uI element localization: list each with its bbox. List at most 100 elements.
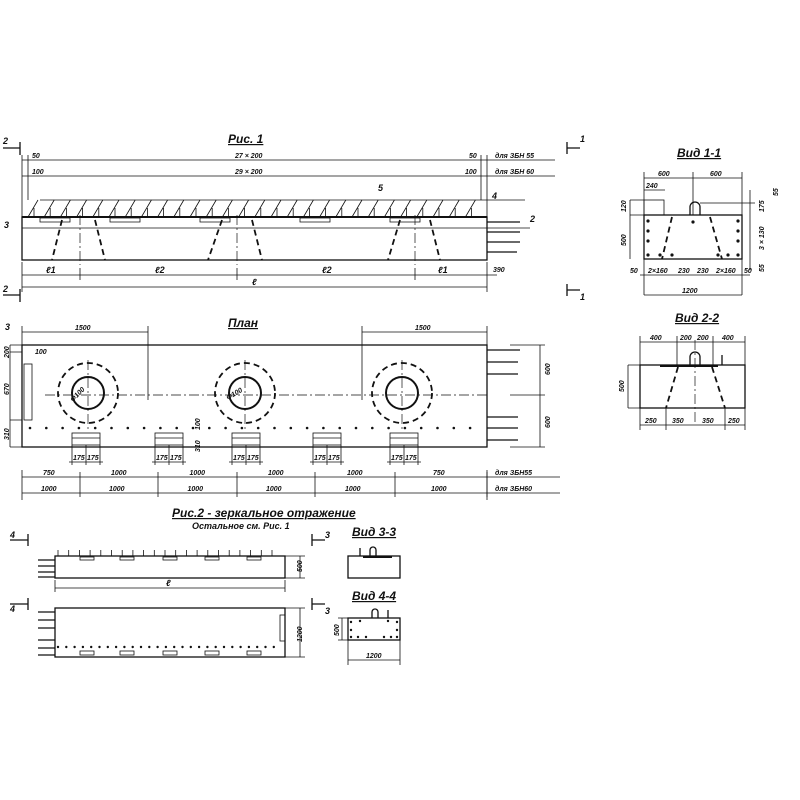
- rebar-dot: [322, 426, 325, 430]
- dim-label: 1000: [345, 486, 361, 493]
- dim-label: 250: [644, 418, 657, 425]
- dim-label: 29 × 200: [234, 169, 263, 176]
- dim-label: 1500: [75, 325, 91, 332]
- rebar-dot: [452, 426, 456, 430]
- fig2-mirror: Рис.2 - зеркальное отражение Остальное с…: [9, 506, 356, 658]
- view-3-3-title: Вид 3-3: [352, 525, 396, 539]
- dim-label: 390: [493, 267, 505, 274]
- stirrup-tie: [43, 199, 55, 218]
- stirrup-tie: [189, 199, 201, 218]
- plan-view: План Ф100 Ф100 1500 1500 200 100 670 310…: [4, 316, 560, 500]
- rebar-dot: [395, 620, 399, 624]
- rebar-dot: [736, 253, 740, 257]
- rebar-dot: [403, 426, 407, 430]
- dim-label: 1200: [366, 653, 382, 660]
- dim-note: для ЗБН55: [495, 469, 532, 477]
- dim-label: 600: [545, 416, 552, 428]
- stirrup-tie: [335, 199, 347, 218]
- stirrup-tie: [60, 199, 71, 218]
- embedded-plate: [246, 650, 262, 656]
- callout-5: 5: [378, 183, 384, 193]
- dim-label: 1000: [188, 486, 204, 493]
- span-label: ℓ1: [438, 265, 448, 275]
- stirrup-tie: [303, 199, 314, 218]
- dim-label: 400: [721, 335, 734, 342]
- rebar-dot: [256, 645, 259, 649]
- rebar-dot: [646, 229, 650, 233]
- section-marker-3: 3: [325, 530, 330, 540]
- stirrup-tie: [173, 199, 185, 218]
- rebar-dot: [354, 426, 358, 430]
- span-label: ℓ2: [155, 265, 165, 275]
- stirrup-tie: [367, 199, 379, 218]
- dim-label: 600: [545, 363, 552, 375]
- pad-dim: [152, 437, 186, 465]
- rebar-dot: [646, 239, 650, 243]
- dim-note: для ЗБН 60: [495, 168, 534, 176]
- rebar-dot: [736, 219, 740, 223]
- dim-label: 1500: [415, 325, 431, 332]
- rebar-dot: [387, 426, 390, 430]
- span-label: ℓ1: [46, 265, 56, 275]
- rebar-dot: [256, 426, 260, 430]
- dim-label: 175: [233, 455, 245, 462]
- stirrup-tie: [465, 199, 476, 218]
- rebar-dot: [148, 645, 151, 649]
- rebar-dot: [142, 426, 146, 430]
- stirrup-tie: [254, 199, 266, 218]
- rebar-dot: [726, 253, 730, 257]
- rebar-dot: [156, 645, 159, 649]
- rebar-dot: [364, 635, 368, 639]
- rebar-dot: [264, 645, 267, 649]
- rebar-dot: [73, 645, 76, 649]
- dim-label: 175: [170, 455, 182, 462]
- stirrup-tie: [416, 199, 428, 218]
- rebar-dot: [716, 253, 720, 257]
- rebar-dot: [139, 645, 143, 649]
- dim-label: 200: [4, 346, 11, 359]
- stirrup-tie: [319, 199, 330, 218]
- rebar-dot: [356, 635, 360, 639]
- dim-label: 1000: [347, 470, 363, 477]
- embedded-plate: [119, 556, 135, 561]
- dim-label: 310: [195, 440, 202, 452]
- dim-label: 1000: [190, 470, 206, 477]
- stirrup-tie: [205, 199, 217, 218]
- view-1-1: 1 1 Вид 1-1 600 600 240 120 500 175 3 × …: [566, 134, 780, 302]
- callout-3: 3: [4, 220, 9, 230]
- view-4-4-title: Вид 4-4: [352, 589, 396, 603]
- pad-dim: [69, 437, 103, 465]
- rebar-dot: [81, 645, 85, 649]
- fig2-subtitle: Остальное см. Рис. 1: [192, 521, 290, 531]
- rebar-dot: [126, 426, 130, 430]
- embedded-plate: [162, 650, 178, 656]
- dim-label: 200: [679, 335, 692, 342]
- rebar-dot: [131, 645, 134, 649]
- stirrup-tie: [108, 199, 120, 218]
- dim-label: 175: [87, 455, 99, 462]
- dim-label: 1000: [268, 470, 284, 477]
- dim-label: 120: [621, 200, 628, 212]
- view-3-3: Вид 3-3: [347, 525, 401, 579]
- dim-label: 500: [297, 560, 304, 572]
- plan-title: План: [228, 316, 259, 330]
- hole-diameter-label: Ф100: [226, 387, 244, 402]
- view-2-2-title: Вид 2-2: [675, 311, 719, 325]
- section-marker-4: 4: [9, 604, 15, 614]
- stirrup-tie: [157, 199, 168, 218]
- stirrup-tie: [448, 199, 460, 218]
- rebar-dot: [231, 645, 234, 649]
- dim-label: 670: [4, 383, 11, 395]
- rebar-dot: [386, 619, 390, 623]
- rebar-dot: [272, 645, 275, 649]
- dim-label: 500: [621, 234, 628, 246]
- dim-label: 175: [156, 455, 168, 462]
- callout-3: 3: [5, 322, 10, 332]
- section-marker-2-bottom: 2: [2, 284, 8, 294]
- embedded-plate: [39, 217, 71, 223]
- dim-label: 1000: [431, 486, 447, 493]
- callout-4: 4: [491, 191, 497, 201]
- rebar-dot: [93, 426, 97, 430]
- pad-dim: [310, 437, 344, 465]
- rebar-dot: [159, 426, 162, 430]
